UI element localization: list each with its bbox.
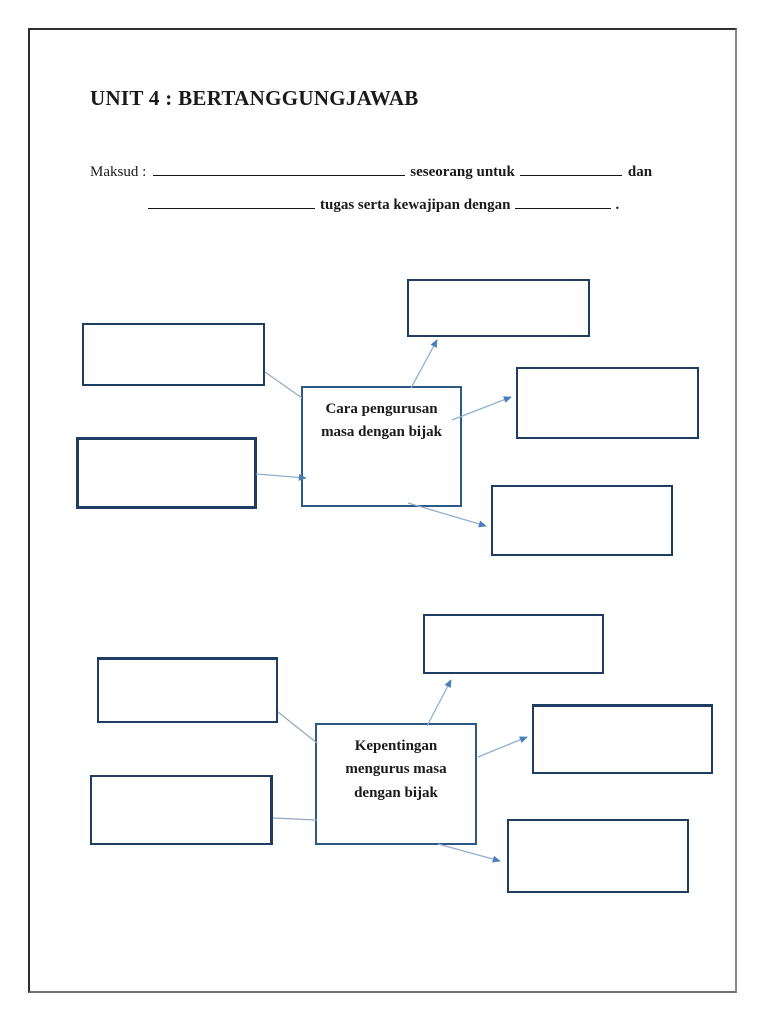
maksud-text-1: seseorang untuk (410, 164, 515, 180)
d1-answer-box-left-lower (76, 437, 257, 509)
d2-answer-box-top (423, 614, 604, 674)
d1-answer-box-left-upper (82, 323, 265, 386)
d2-answer-box-right (532, 704, 713, 774)
maksud-line-2: tugas serta kewajipan dengan. (148, 189, 690, 222)
maksud-blank-2 (519, 161, 622, 176)
maksud-label: Maksud : (90, 164, 147, 180)
d1-answer-box-top (407, 279, 590, 337)
d2-center-label: Kepentingan mengurus masa dengan bijak (345, 738, 447, 801)
d2-answer-box-left-lower (90, 775, 273, 845)
d2-answer-box-left-upper (97, 657, 278, 723)
d1-center-label: Cara pengurusan masa dengan bijak (321, 401, 442, 441)
d2-center-box: Kepentingan mengurus masa dengan bijak (315, 723, 477, 845)
maksud-section: Maksud : seseorang untuk dan tugas serta k… (90, 156, 690, 222)
maksud-blank-3 (148, 194, 315, 209)
d1-answer-box-bottom-right (491, 485, 673, 556)
maksud-text-3: tugas serta kewajipan dengan (320, 197, 511, 213)
maksud-blank-4 (515, 194, 612, 209)
d1-center-box: Cara pengurusan masa dengan bijak (301, 386, 462, 507)
maksud-text-2: dan (627, 164, 653, 180)
unit-title: UNIT 4 : BERTANGGUNGJAWAB (90, 86, 419, 110)
maksud-line-1: Maksud : seseorang untuk dan (90, 156, 690, 189)
maksud-blank-1 (153, 161, 406, 176)
maksud-text-4: . (615, 197, 620, 213)
d2-answer-box-bottom-right (507, 819, 689, 893)
d1-answer-box-right (516, 367, 699, 439)
